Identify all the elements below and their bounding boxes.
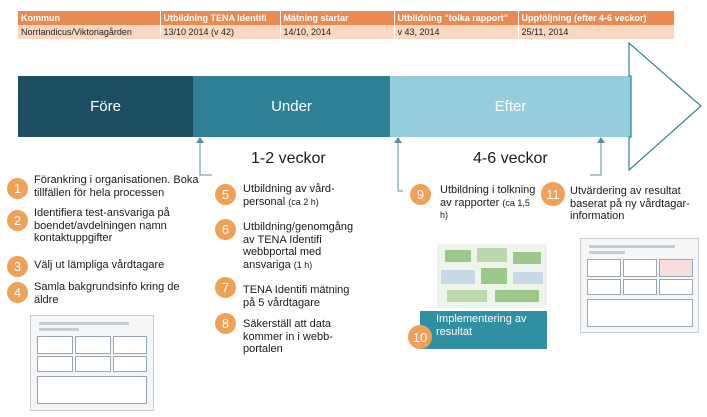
step-text: TENA Identifi mätning på 5 vårdtagare	[243, 284, 350, 309]
phase-efter: Efter	[390, 76, 631, 137]
step-note: (1 h)	[293, 259, 313, 270]
step-text: Implementering av resultat	[436, 313, 527, 338]
header-cell: Kommun	[18, 11, 161, 25]
step-badge: 7	[215, 277, 236, 298]
table-cell: 14/10, 2014	[280, 25, 395, 39]
header-cell: Utbildning TENA Identifi	[160, 11, 281, 25]
step-text: Utvärdering av resultat baserat på ny vå…	[570, 185, 690, 222]
report-thumbnail	[30, 315, 154, 411]
duration-efter: 4-6 veckor	[473, 150, 548, 167]
step-badge: 11	[541, 182, 565, 206]
step-note: (ca 1,5 h)	[440, 197, 530, 221]
table-cell: Norrlandicus/Viktoriagården	[18, 25, 161, 39]
phase-label: Efter	[494, 98, 527, 115]
table-row: Norrlandicus/Viktoriagården 13/10 2014 (…	[18, 25, 675, 39]
table-cell: 25/11, 2014	[518, 25, 675, 39]
step-text-main: Utbildning i tolkning av rapporter	[440, 184, 536, 209]
step-note: (ca 2 h)	[288, 196, 319, 207]
step-badge: 4	[7, 282, 28, 303]
header-cell: Uppföljning (efter 4-6 veckor)	[518, 11, 675, 25]
step-text: Utbildning av vård-personal (ca 2 h)	[243, 183, 358, 208]
step-text: Samla bakgrundsinfo kring de äldre	[34, 281, 180, 306]
process-thumbnail	[437, 244, 547, 308]
step-badge: 8	[215, 313, 236, 334]
step-text: Utbildning i tolkning av rapporter (ca 1…	[440, 184, 540, 222]
step-text: Förankring i organisationen. Boka tillfä…	[34, 174, 199, 199]
table-cell: v 43, 2014	[394, 25, 519, 39]
table-cell: 13/10 2014 (v 42)	[160, 25, 281, 39]
phase-label: Under	[271, 98, 312, 115]
implementation-box: Implementering av resultat	[420, 311, 547, 349]
step-badge: 6	[215, 219, 236, 240]
duration-under: 1-2 veckor	[251, 150, 326, 167]
step-text-main: Utbildning/genomgång av TENA Identifi we…	[243, 221, 354, 271]
step-badge: 9	[410, 184, 431, 205]
phase-fore: Före	[18, 76, 193, 137]
timeline-arrowhead-icon	[628, 42, 702, 172]
step-text: Identifiera test-ansvariga på boendet/av…	[34, 207, 170, 244]
step-text-main: Utbildning av vård-personal	[243, 183, 335, 208]
phase-label: Före	[90, 98, 121, 115]
step-text: Säkerställ att data kommer in i webb-por…	[243, 318, 333, 355]
step-badge: 3	[7, 256, 28, 277]
step-badge: 10	[408, 325, 432, 349]
phase-under: Under	[193, 76, 390, 137]
step-badge: 2	[7, 210, 28, 231]
step-badge: 5	[215, 184, 236, 205]
evaluation-thumbnail	[580, 238, 699, 333]
header-cell: Utbildning "tolka rapport"	[394, 11, 519, 25]
table-header-row: Kommun Utbildning TENA Identifi Mätning …	[18, 11, 675, 25]
step-badge: 1	[7, 178, 28, 199]
step-text: Välj ut lämpliga vårdtagare	[34, 259, 165, 271]
step-text: Utbildning/genomgång av TENA Identifi we…	[243, 221, 355, 271]
header-cell: Mätning startar	[280, 11, 395, 25]
schedule-table: Kommun Utbildning TENA Identifi Mätning …	[18, 11, 675, 39]
